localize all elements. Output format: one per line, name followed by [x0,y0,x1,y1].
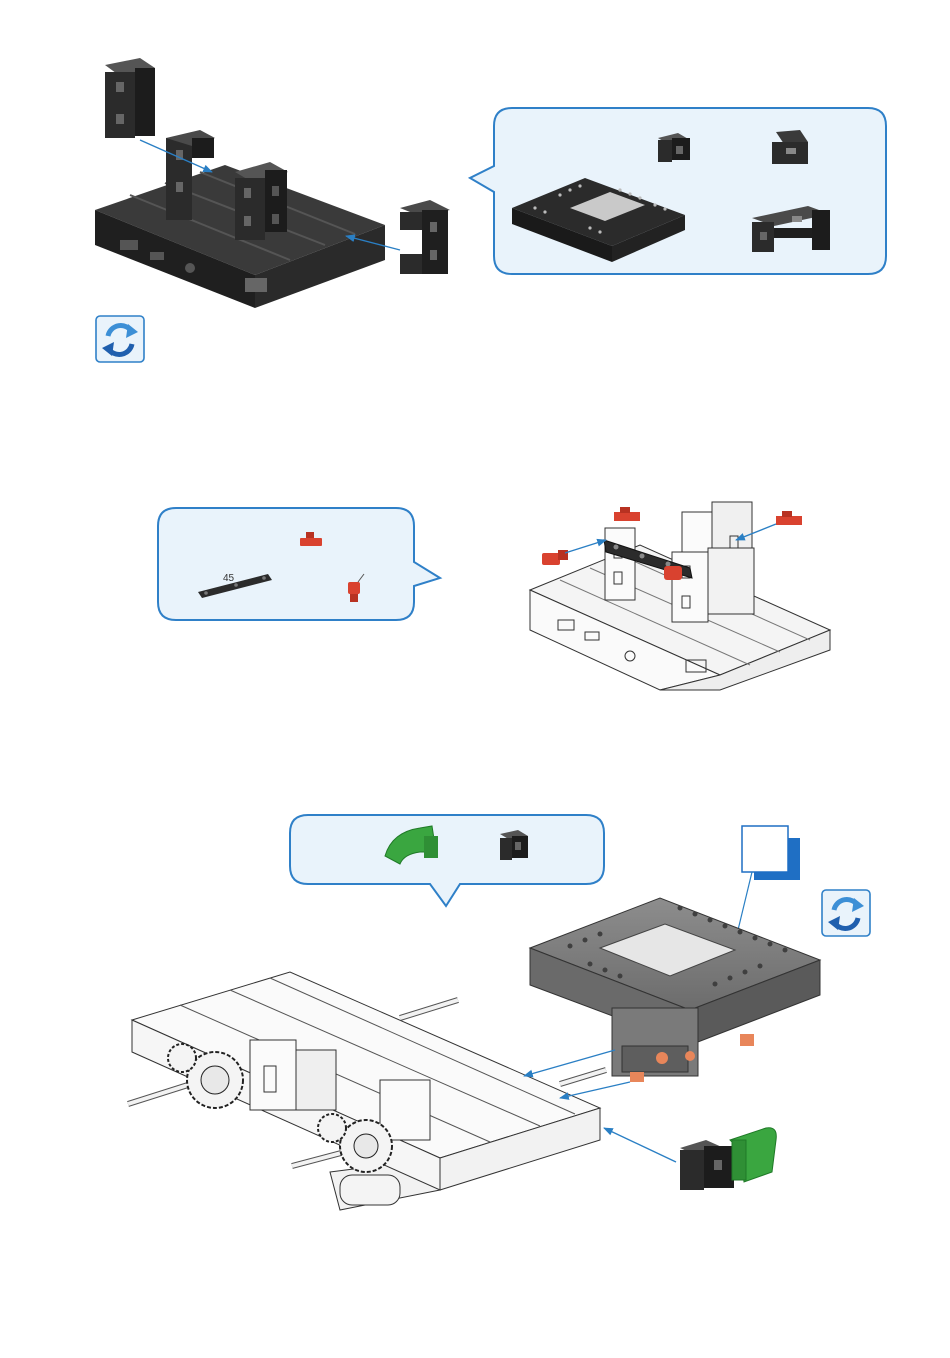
assembly-arrow [560,1082,630,1098]
rotate-arrows-icon [822,890,870,936]
parts-bubble-step-2: 45 [158,508,440,620]
parts-bubble-step-1 [470,108,886,274]
rotate-arrows-icon [96,316,144,362]
strut-length-label: 45 [223,573,235,584]
controller-board-gray [530,898,820,1082]
black-building-block-15-icon [500,830,528,860]
step-2: 45 [158,502,830,690]
black-block-stack [105,58,155,138]
black-block-with-green-hook [680,1128,776,1190]
callout-line [738,872,752,930]
black-block-center [235,162,288,240]
black-building-block-15-icon [658,133,690,162]
step-3 [128,815,870,1210]
page-flip-marker-icon [742,826,800,880]
assembly-arrow [604,1128,676,1162]
step-1 [95,58,886,362]
black-u-bracket-right [400,200,450,274]
assembly-arrow [565,540,606,553]
parts-bubble-step-3 [290,815,604,906]
